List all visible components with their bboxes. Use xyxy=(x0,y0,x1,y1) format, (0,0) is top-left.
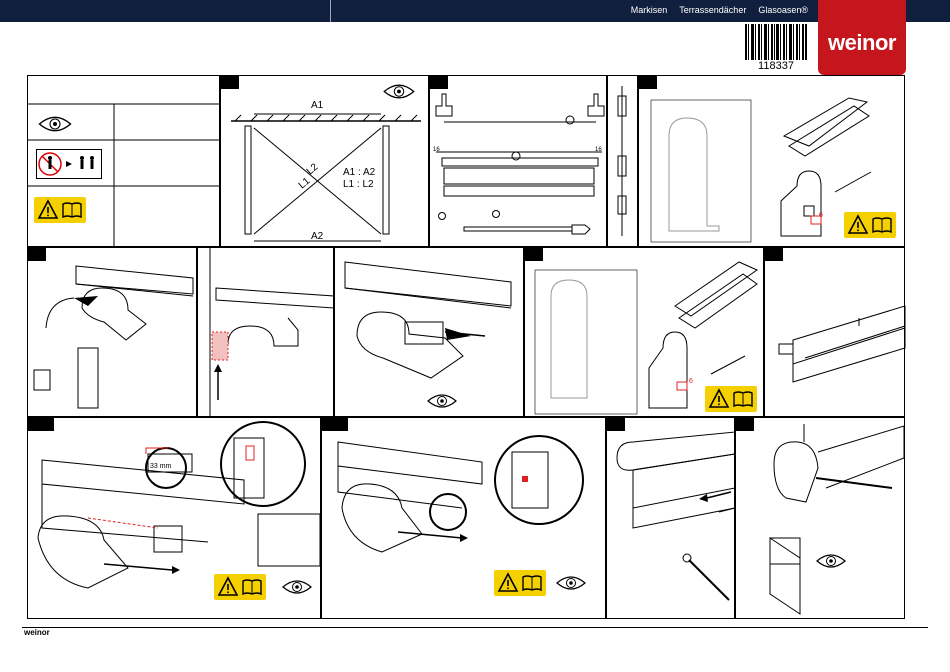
warning-icon xyxy=(498,573,518,593)
warning-icon xyxy=(709,389,729,409)
warning-icon xyxy=(218,577,238,597)
brand-logo: weinor xyxy=(818,0,906,75)
eye-icon xyxy=(383,82,415,101)
dimension-33mm: 33 mm xyxy=(150,463,171,470)
dimension-16-right: 16 xyxy=(595,147,602,153)
step-panel-6 xyxy=(334,247,524,417)
manual-book-icon xyxy=(872,217,892,233)
step-panel-7: 6 xyxy=(524,247,764,417)
eye-icon xyxy=(282,578,312,596)
legend-panel xyxy=(27,75,220,247)
footer-divider xyxy=(22,627,928,628)
eye-icon xyxy=(816,552,846,570)
warning-label xyxy=(705,386,757,412)
two-persons-icon xyxy=(36,149,102,179)
step-panel-3: 6 xyxy=(638,75,905,247)
step-panel-2: 16 16 xyxy=(429,75,607,247)
dimension-6: 6 xyxy=(689,378,693,385)
equation-l1-l2: L1 : L2 xyxy=(343,179,374,190)
eye-icon xyxy=(427,392,457,410)
dimension-a1: A1 xyxy=(311,100,323,111)
dimension-a2: A2 xyxy=(311,231,323,242)
step-panel-8 xyxy=(764,247,905,417)
manual-book-icon xyxy=(242,579,262,595)
manual-book-icon xyxy=(62,202,82,218)
step-panel-10 xyxy=(321,417,606,619)
eye-icon xyxy=(38,114,72,134)
warning-label xyxy=(34,197,86,223)
step-panel-1: A1 A2 L2 L1 A1 : A2 L1 : L2 xyxy=(220,75,429,247)
barcode-number: 118337 xyxy=(745,60,807,72)
warning-label xyxy=(214,574,266,600)
barcode xyxy=(745,24,807,60)
manual-book-icon xyxy=(733,391,753,407)
top-bar: Markisen Terrassendächer Glasoasen® xyxy=(0,0,950,22)
dimension-6: 6 xyxy=(819,212,823,219)
step-panel-9: 33 mm xyxy=(27,417,321,619)
top-navigation: Markisen Terrassendächer Glasoasen® xyxy=(631,5,808,15)
side-detail-panel xyxy=(607,75,638,247)
warning-icon xyxy=(38,200,58,220)
dimension-16-left: 16 xyxy=(433,147,440,153)
step-panel-12 xyxy=(735,417,905,619)
nav-item-markisen[interactable]: Markisen xyxy=(631,5,668,15)
step-panel-11 xyxy=(606,417,735,619)
footer-brand: weinor xyxy=(24,628,50,637)
nav-item-terrassendaecher[interactable]: Terrassendächer xyxy=(679,5,746,15)
brand-logo-text: weinor xyxy=(818,30,906,56)
top-bar-divider xyxy=(330,0,331,22)
eye-icon xyxy=(556,574,586,592)
warning-icon xyxy=(848,215,868,235)
step-panel-4 xyxy=(27,247,197,417)
warning-label xyxy=(494,570,546,596)
equation-a1-a2: A1 : A2 xyxy=(343,167,375,178)
step-panel-5 xyxy=(197,247,334,417)
warning-label xyxy=(844,212,896,238)
nav-item-glasoasen[interactable]: Glasoasen® xyxy=(758,5,808,15)
manual-book-icon xyxy=(522,575,542,591)
